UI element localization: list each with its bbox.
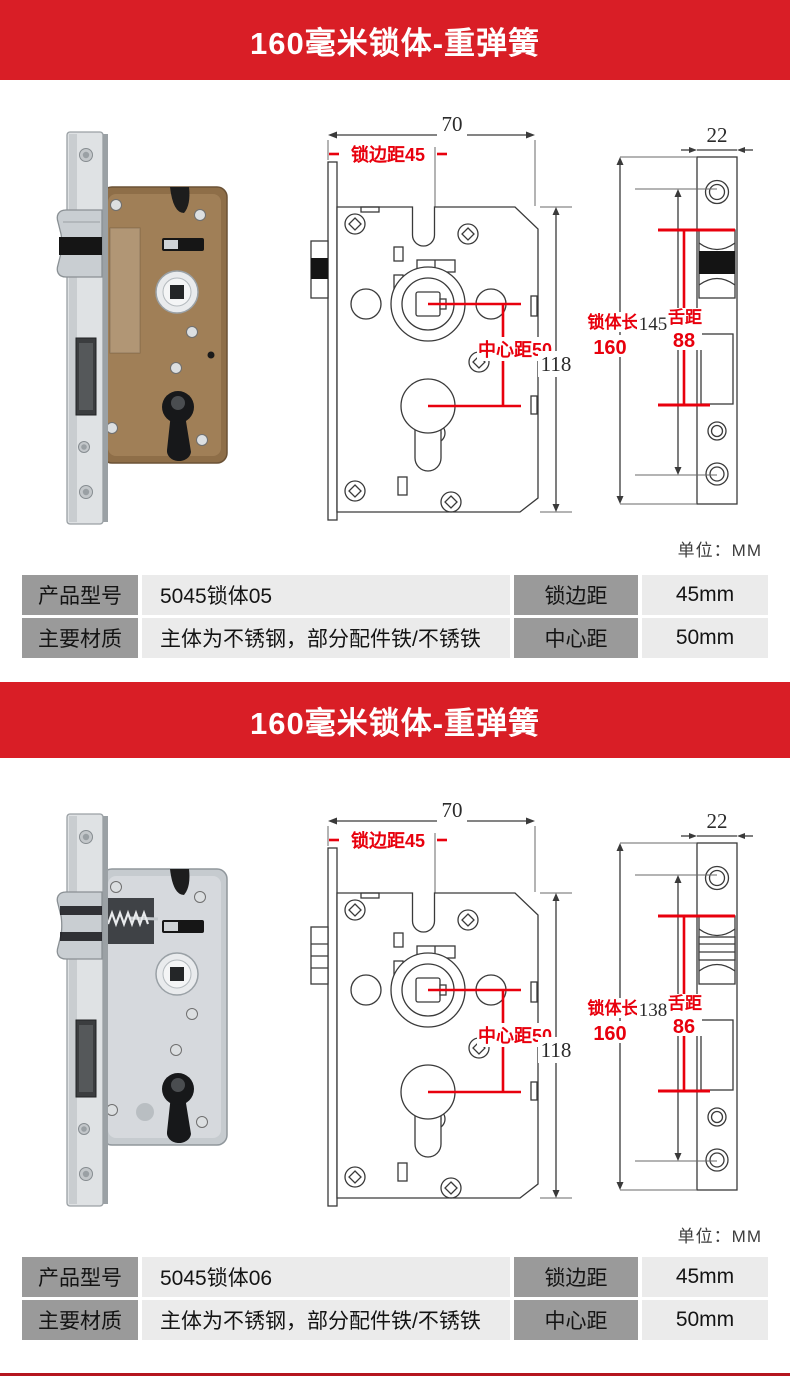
body-length-value: 160 <box>593 1023 626 1045</box>
spec-key-center-distance: 中心距 <box>514 1300 638 1340</box>
lock-body-outline <box>310 847 539 1207</box>
tongue-value: 86 <box>673 1016 695 1038</box>
dim-body-length: 锁体长 160 <box>588 156 697 505</box>
spec-value-center-distance: 50mm <box>642 618 768 658</box>
spec-key-edge-distance: 锁边距 <box>514 575 638 615</box>
tongue-label: 舌距 <box>668 307 702 327</box>
dim-body-height: 118 <box>538 892 574 1199</box>
faceplate <box>66 131 108 525</box>
spec-key-model: 产品型号 <box>22 575 138 615</box>
spec-key-model: 产品型号 <box>22 1257 138 1297</box>
center-distance-label: 中心距50 <box>478 339 552 360</box>
dim-22-label: 22 <box>707 809 728 833</box>
dim-hole-span: 138 <box>635 874 717 1162</box>
cylinder-cutout <box>162 391 194 462</box>
dim-118-label: 118 <box>541 352 572 376</box>
spring <box>106 909 159 928</box>
latch-bolt <box>56 209 103 278</box>
front-diagram: 70 锁边距45 <box>298 100 598 545</box>
section-lock-05: 160毫米锁体-重弹簧 <box>0 0 790 682</box>
section-1-title: 160毫米锁体-重弹簧 <box>249 25 541 61</box>
lock-body <box>101 186 228 464</box>
spec-key-edge-distance: 锁边距 <box>514 1257 638 1297</box>
cylinder-cutout <box>162 1073 194 1144</box>
dim-tongue-distance: 舌距 88 <box>658 228 735 407</box>
plate-outline <box>696 156 738 505</box>
latch-bolt <box>56 891 103 960</box>
section-2-title: 160毫米锁体-重弹簧 <box>249 705 541 741</box>
faceplate <box>66 813 108 1207</box>
spec-value-material: 主体为不锈钢，部分配件铁/不锈铁 <box>142 618 510 658</box>
body-length-label: 锁体长 <box>588 312 640 332</box>
plate-diagram: 22 <box>585 788 785 1233</box>
dim-body-length: 锁体长 160 <box>588 842 697 1191</box>
dim-top-width: 70 <box>327 112 536 206</box>
hole-span-label: 138 <box>639 1000 668 1021</box>
spec-value-edge-distance: 45mm <box>642 1257 768 1297</box>
lock-photo-bronze <box>30 110 280 530</box>
dim-top-width: 70 <box>327 798 536 892</box>
unit-label: 单位：MM <box>677 1227 762 1246</box>
spec-table: 产品型号 5045锁体05 锁边距 45mm 主要材质 主体为不锈钢，部分配件铁… <box>22 575 768 658</box>
body-length-label: 锁体长 <box>588 998 640 1018</box>
plate-diagram: 22 <box>585 102 785 547</box>
lock-body <box>101 868 228 1146</box>
spec-value-material: 主体为不锈钢，部分配件铁/不锈铁 <box>142 1300 510 1340</box>
spec-value-model: 5045锁体06 <box>142 1257 510 1297</box>
unit-label: 单位：MM <box>677 541 762 560</box>
dim-center-distance: 中心距50 <box>428 302 553 408</box>
edge-distance-label: 锁边距45 <box>351 830 425 851</box>
spec-key-material: 主要材质 <box>22 618 138 658</box>
dim-plate-width: 22 <box>681 123 753 153</box>
next-section-top-edge <box>0 1373 790 1376</box>
spec-key-center-distance: 中心距 <box>514 618 638 658</box>
dim-body-height: 118 <box>538 206 574 513</box>
section-1-header-banner: 160毫米锁体-重弹簧 <box>0 0 790 80</box>
dim-118-label: 118 <box>541 1038 572 1062</box>
tongue-label: 舌距 <box>668 993 702 1013</box>
body-length-value: 160 <box>593 337 626 359</box>
spec-value-center-distance: 50mm <box>642 1300 768 1340</box>
spec-table: 产品型号 5045锁体06 锁边距 45mm 主要材质 主体为不锈钢，部分配件铁… <box>22 1257 768 1340</box>
dim-tongue-distance: 舌距 86 <box>658 914 735 1093</box>
spec-value-edge-distance: 45mm <box>642 575 768 615</box>
dim-plate-width: 22 <box>681 809 753 839</box>
edge-distance-label: 锁边距45 <box>351 144 425 165</box>
dim-22-label: 22 <box>707 123 728 147</box>
dim-edge-distance: 锁边距45 <box>329 144 447 165</box>
tongue-value: 88 <box>673 330 695 352</box>
dim-edge-distance: 锁边距45 <box>329 830 447 851</box>
center-distance-label: 中心距50 <box>478 1025 552 1046</box>
spec-key-material: 主要材质 <box>22 1300 138 1340</box>
lock-photo-chrome <box>30 792 280 1212</box>
spindle-hub <box>155 952 199 996</box>
spindle-hub <box>155 270 199 314</box>
section-lock-06: 160毫米锁体-重弹簧 <box>0 682 790 1376</box>
plate-outline <box>696 842 738 1191</box>
spec-value-model: 5045锁体05 <box>142 575 510 615</box>
section-2-header-banner: 160毫米锁体-重弹簧 <box>0 682 790 758</box>
dim-70-label: 70 <box>442 112 463 136</box>
hole-span-label: 145 <box>639 314 668 335</box>
front-diagram: 70 锁边距45 <box>298 786 598 1231</box>
dim-70-label: 70 <box>442 798 463 822</box>
